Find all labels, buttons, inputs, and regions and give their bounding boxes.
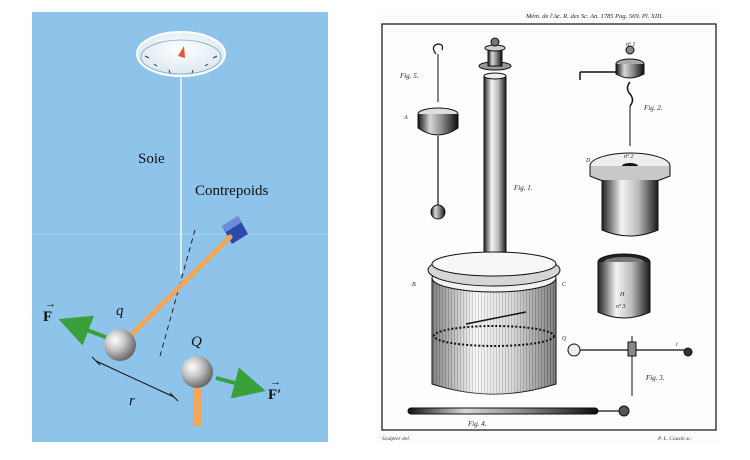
letter-n1: nº 1 xyxy=(626,42,635,48)
label-silk: Soie xyxy=(138,151,165,167)
svg-text:→: → xyxy=(270,376,281,388)
charge-q-sphere xyxy=(104,329,136,361)
charge-Q-sphere xyxy=(181,356,213,388)
footer-left: Sculptor del. xyxy=(382,436,410,442)
fig1-label: Fig. 1. xyxy=(513,184,533,192)
needle-icon xyxy=(178,46,185,58)
letter-Q: Q xyxy=(562,336,567,342)
distance-marker xyxy=(91,356,179,402)
dial-gauge xyxy=(136,31,226,77)
label-force-right: F′ xyxy=(268,387,281,403)
fig5-label: Fig. 5. xyxy=(399,72,419,80)
letter-H: H xyxy=(619,292,625,298)
label-force-left: F xyxy=(43,309,52,325)
label-distance: r xyxy=(129,393,135,409)
label-charge-q: q xyxy=(116,303,124,319)
torsion-balance-svg: Soie Contrepoids F → q Q F′ → xyxy=(32,12,328,442)
balance-rod xyxy=(123,234,233,343)
force-arrow-right xyxy=(215,367,266,399)
fig3-needle: Fig. 3. i xyxy=(567,336,693,396)
force-arrow-left xyxy=(58,315,109,346)
plate-frame xyxy=(381,23,717,431)
letter-B: B xyxy=(412,282,416,288)
engraving-svg: Mém. de l'Ac. R. des Sc. An. 1785 Pag. 5… xyxy=(376,6,722,444)
letter-C: C xyxy=(562,282,567,288)
fig2-parts: Fig. 2. nº 1 nº 2 D xyxy=(579,42,671,237)
axis-dashed-line xyxy=(159,229,196,357)
letter-n2: nº 2 xyxy=(624,154,633,160)
fig4-label: Fig. 4. xyxy=(467,420,487,428)
letter-A: A xyxy=(403,115,408,121)
fig3-label: Fig. 3. xyxy=(645,374,665,382)
plate-header: Mém. de l'Ac. R. des Sc. An. 1785 Pag. 5… xyxy=(525,13,663,20)
fig5-pendulum: Fig. 5. A xyxy=(399,43,459,220)
letter-n3: nº 3 xyxy=(616,304,625,310)
fig4-rod: Fig. 4. xyxy=(407,405,630,428)
svg-text:→: → xyxy=(45,298,56,310)
fig2-label: Fig. 2. xyxy=(643,104,663,112)
fig1-apparatus: Fig. 1. B C Q xyxy=(412,37,567,395)
cup-H: H nº 3 xyxy=(597,253,651,319)
torsion-balance-diagram: Soie Contrepoids F → q Q F′ → xyxy=(32,12,328,442)
coulomb-engraving: Mém. de l'Ac. R. des Sc. An. 1785 Pag. 5… xyxy=(376,6,722,444)
letter-i: i xyxy=(676,342,678,348)
charge-Q-support xyxy=(193,380,201,426)
footer-right: P. L. Cousin sc. xyxy=(657,436,692,442)
letter-D: D xyxy=(585,158,591,164)
diagram-background xyxy=(32,12,328,442)
label-counterweight: Contrepoids xyxy=(195,183,268,199)
label-charge-Q: Q xyxy=(191,334,202,350)
